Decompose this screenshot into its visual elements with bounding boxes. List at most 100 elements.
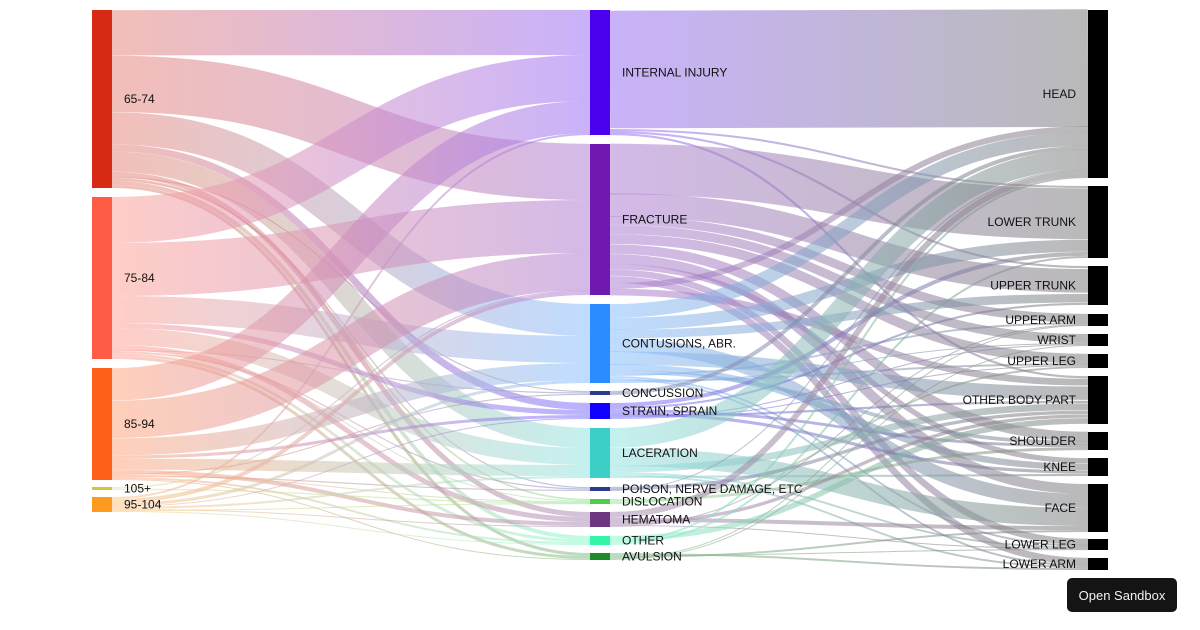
node-label: INTERNAL INJURY bbox=[622, 66, 727, 80]
sankey-node-upper-arm[interactable] bbox=[1088, 314, 1108, 326]
sankey-link[interactable] bbox=[111, 458, 591, 477]
sankey-link[interactable] bbox=[111, 414, 591, 459]
sankey-link[interactable] bbox=[609, 345, 1089, 560]
sankey-node-internal-injury[interactable] bbox=[590, 10, 610, 135]
sankey-node-shoulder[interactable] bbox=[1088, 432, 1108, 450]
sankey-link[interactable] bbox=[111, 503, 591, 511]
sankey-node-65-74[interactable] bbox=[92, 10, 112, 188]
sankey-node-poison-nerve-damage-etc[interactable] bbox=[590, 487, 610, 491]
node-label: 75-84 bbox=[124, 271, 155, 285]
sankey-link[interactable] bbox=[111, 393, 591, 475]
node-label: CONCUSSION bbox=[622, 386, 703, 400]
sankey-node-105-[interactable] bbox=[92, 487, 112, 490]
node-label: KNEE bbox=[1043, 460, 1076, 474]
sankey-link[interactable] bbox=[609, 9, 1089, 129]
node-label: FRACTURE bbox=[622, 213, 687, 227]
sankey-link[interactable] bbox=[609, 302, 1089, 410]
sankey-link[interactable] bbox=[111, 349, 591, 394]
sankey-node-head[interactable] bbox=[1088, 10, 1108, 178]
sankey-link[interactable] bbox=[111, 151, 591, 449]
sankey-link[interactable] bbox=[111, 418, 591, 507]
sankey-link[interactable] bbox=[609, 176, 1089, 543]
sankey-link[interactable] bbox=[609, 409, 1089, 448]
sankey-node-hematoma[interactable] bbox=[590, 512, 610, 527]
sankey-link[interactable] bbox=[609, 126, 1089, 289]
sankey-link[interactable] bbox=[609, 255, 1089, 546]
sankey-link[interactable] bbox=[609, 403, 1089, 473]
sankey-node-concussion[interactable] bbox=[590, 391, 610, 395]
sankey-link[interactable] bbox=[609, 143, 1089, 240]
sankey-link[interactable] bbox=[609, 418, 1089, 542]
sankey-node-other[interactable] bbox=[590, 536, 610, 545]
sankey-link[interactable] bbox=[609, 518, 1089, 530]
sankey-node-strain-sprain[interactable] bbox=[590, 403, 610, 419]
sankey-node-lower-leg[interactable] bbox=[1088, 539, 1108, 550]
sankey-link[interactable] bbox=[609, 293, 1089, 339]
sankey-node-75-84[interactable] bbox=[92, 197, 112, 359]
sankey-node-wrist[interactable] bbox=[1088, 334, 1108, 346]
node-label: LACERATION bbox=[622, 446, 698, 460]
sankey-link[interactable] bbox=[609, 324, 1089, 527]
sankey-link[interactable] bbox=[111, 100, 591, 401]
node-label: UPPER TRUNK bbox=[990, 279, 1076, 293]
sankey-node-dislocation[interactable] bbox=[590, 499, 610, 504]
sankey-link[interactable] bbox=[111, 478, 591, 561]
node-label: 95-104 bbox=[124, 498, 162, 512]
node-label: OTHER bbox=[622, 534, 664, 548]
sankey-node-lower-arm[interactable] bbox=[1088, 558, 1108, 570]
sankey-link[interactable] bbox=[609, 414, 1089, 526]
sankey-link[interactable] bbox=[111, 476, 591, 509]
sankey-link[interactable] bbox=[111, 133, 591, 499]
sankey-link[interactable] bbox=[111, 55, 591, 243]
node-label: 105+ bbox=[124, 482, 151, 496]
sankey-node-85-94[interactable] bbox=[92, 368, 112, 480]
links-layer bbox=[111, 9, 1089, 571]
sankey-node-other-body-part[interactable] bbox=[1088, 376, 1108, 424]
sankey-node-laceration[interactable] bbox=[590, 428, 610, 478]
node-label: UPPER ARM bbox=[1005, 313, 1076, 327]
sankey-link[interactable] bbox=[111, 380, 591, 506]
sankey-link[interactable] bbox=[111, 252, 591, 439]
sankey-link[interactable] bbox=[609, 193, 1089, 293]
sankey-node-upper-leg[interactable] bbox=[1088, 354, 1108, 368]
sankey-link[interactable] bbox=[609, 169, 1089, 491]
sankey-node-avulsion[interactable] bbox=[590, 553, 610, 560]
sankey-link[interactable] bbox=[111, 323, 591, 415]
sankey-link[interactable] bbox=[609, 448, 1089, 526]
node-label: 85-94 bbox=[124, 417, 155, 431]
sankey-link[interactable] bbox=[609, 170, 1089, 518]
sankey-node-fracture[interactable] bbox=[590, 144, 610, 295]
sankey-link[interactable] bbox=[609, 525, 1089, 550]
sankey-link[interactable] bbox=[111, 291, 591, 503]
node-label: HEAD bbox=[1043, 87, 1077, 101]
sankey-link[interactable] bbox=[111, 362, 591, 456]
sankey-node-face[interactable] bbox=[1088, 484, 1108, 532]
sankey-link[interactable] bbox=[609, 530, 1089, 558]
sankey-link[interactable] bbox=[111, 477, 591, 545]
sankey-node-lower-trunk[interactable] bbox=[1088, 186, 1108, 258]
sankey-link[interactable] bbox=[609, 325, 1089, 559]
sankey-link[interactable] bbox=[609, 351, 1089, 400]
sankey-node-95-104[interactable] bbox=[92, 497, 112, 512]
sankey-node-contusions-abr-[interactable] bbox=[590, 304, 610, 383]
sankey-link[interactable] bbox=[609, 474, 1089, 569]
open-sandbox-button[interactable]: Open Sandbox bbox=[1067, 578, 1177, 612]
sankey-link[interactable] bbox=[609, 378, 1089, 567]
node-label: STRAIN, SPRAIN bbox=[622, 404, 717, 418]
node-label: LOWER LEG bbox=[1005, 538, 1076, 552]
sankey-link[interactable] bbox=[609, 132, 1089, 318]
sankey-link[interactable] bbox=[111, 289, 591, 489]
sankey-link[interactable] bbox=[609, 145, 1089, 395]
sankey-link[interactable] bbox=[609, 376, 1089, 547]
node-label: LOWER ARM bbox=[1003, 557, 1076, 571]
sankey-node-upper-trunk[interactable] bbox=[1088, 266, 1108, 305]
sankey-link[interactable] bbox=[111, 511, 591, 546]
nodes-layer bbox=[92, 10, 1108, 570]
sankey-link[interactable] bbox=[609, 370, 1089, 445]
sankey-link[interactable] bbox=[111, 469, 591, 527]
node-label: FACE bbox=[1045, 501, 1076, 515]
sankey-link[interactable] bbox=[609, 149, 1089, 448]
sankey-link[interactable] bbox=[111, 144, 591, 411]
sankey-node-knee[interactable] bbox=[1088, 458, 1108, 476]
sankey-link[interactable] bbox=[609, 410, 1089, 491]
